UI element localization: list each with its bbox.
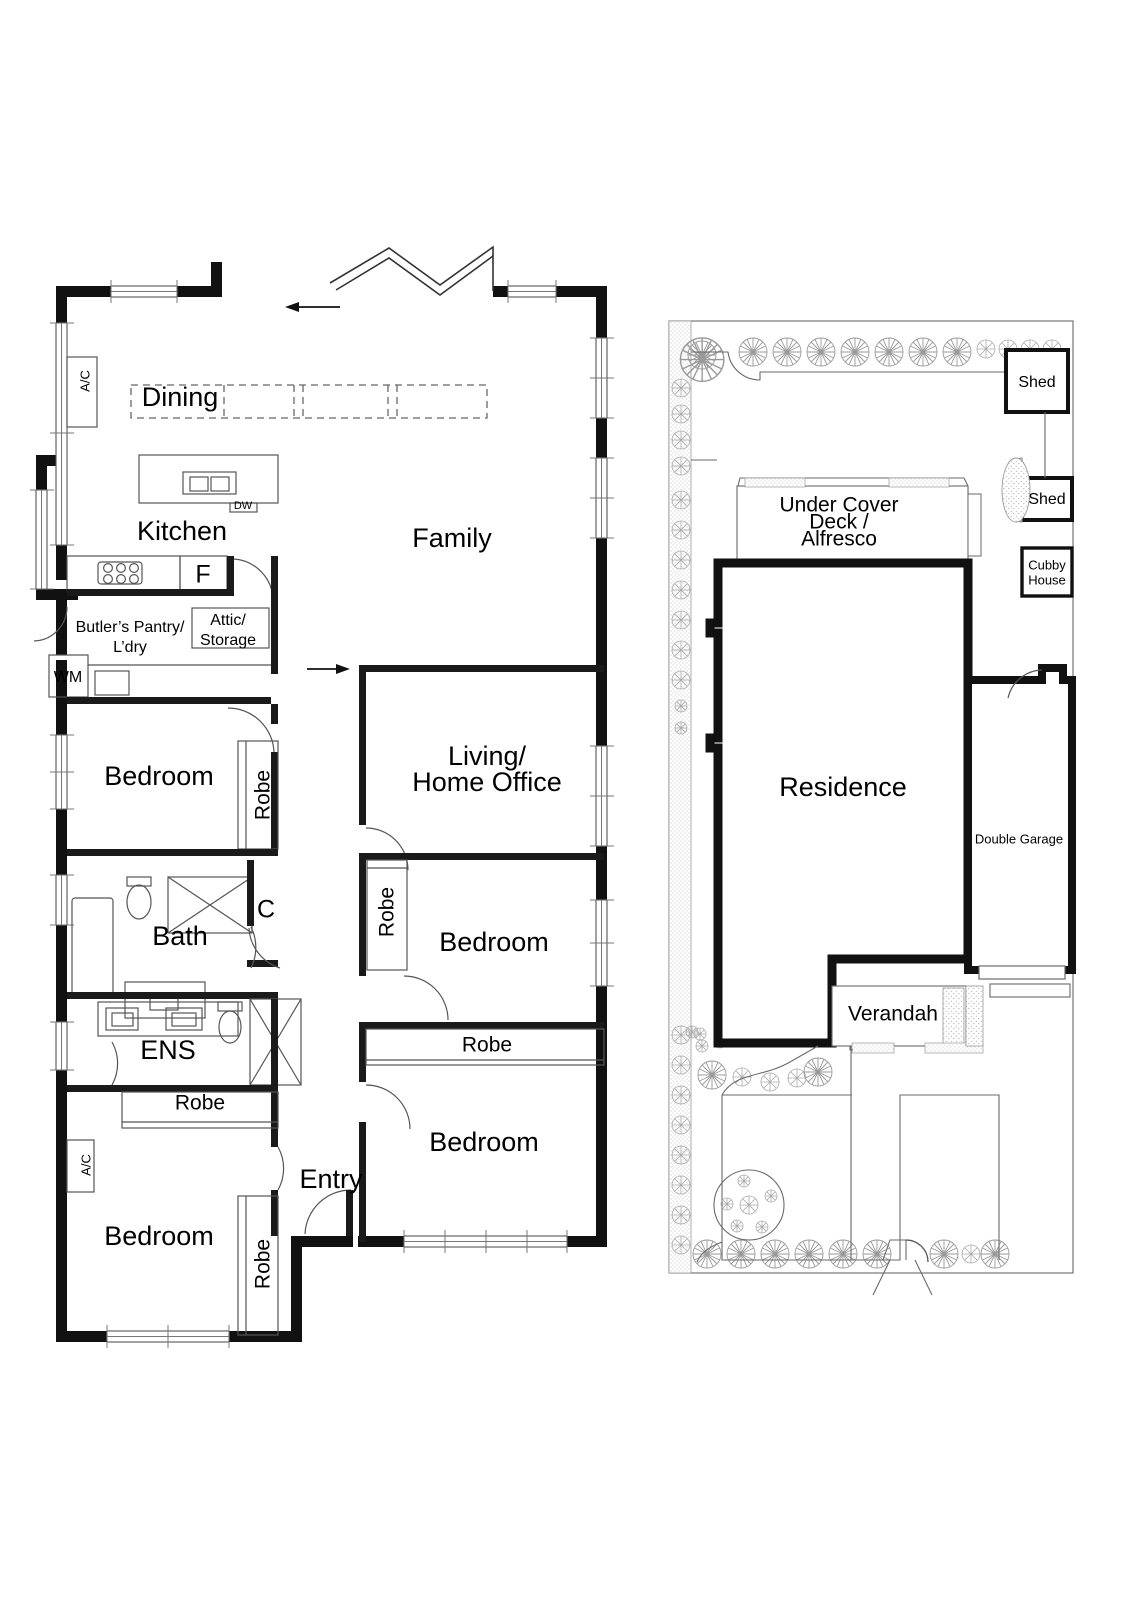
aircon-unit-top: [66, 356, 98, 428]
window-family-right: [590, 337, 614, 419]
bedroom1-bath-wall: [67, 849, 278, 856]
window-bedroom4-bottom: [106, 1325, 230, 1348]
site-plan-group: [668, 320, 1076, 1296]
label-robe-bedroom1: Robe: [252, 770, 275, 820]
label-robe-bedroom3: Robe: [462, 1034, 512, 1057]
label-aircon-top: A/C: [77, 370, 92, 392]
kitchen-island: [138, 454, 279, 513]
site-plan-labels: Shed Shed Cubby House Under Cover Deck /…: [779, 374, 1066, 1025]
direction-arrow-left: [285, 302, 340, 312]
window-bath-left: [50, 874, 74, 926]
label-deck-2: Deck /: [809, 511, 869, 534]
label-attic-storage-2: Storage: [200, 632, 256, 649]
label-kitchen: Kitchen: [137, 516, 227, 546]
label-dining: Dining: [142, 382, 219, 412]
cubby-house: [1020, 546, 1074, 598]
dining-table-symbol: [130, 384, 488, 419]
label-bath: Bath: [152, 921, 208, 951]
deck-alfresco: [736, 477, 982, 566]
ens-robe-walls: [112, 999, 285, 1236]
label-shed-upper: Shed: [1018, 374, 1055, 391]
label-living-office-2: Home Office: [412, 767, 562, 797]
label-shed-lower: Shed: [1028, 491, 1065, 508]
label-bedroom-3: Bedroom: [429, 1127, 539, 1157]
label-cubby-house-1: Cubby: [1028, 557, 1066, 572]
label-family: Family: [412, 523, 492, 553]
label-robe-bedroom4: Robe: [252, 1239, 275, 1289]
window-kitchen-left: [30, 489, 54, 590]
interior-walls-right: [359, 665, 605, 1242]
window-dining-left: [50, 322, 74, 546]
label-verandah: Verandah: [848, 1003, 938, 1026]
label-ens: ENS: [140, 1035, 196, 1065]
shed-lower: [1001, 412, 1074, 523]
label-living-office-1: Living/: [448, 741, 527, 771]
label-butlers-pantry-1: Butler’s Pantry/: [76, 619, 185, 636]
front-yard: [696, 1045, 1000, 1296]
label-cubby-house-2: House: [1028, 572, 1066, 587]
label-bedroom-1: Bedroom: [104, 761, 214, 791]
label-aircon-bottom: A/C: [78, 1154, 93, 1176]
label-attic-storage-1: Attic/: [210, 612, 246, 629]
direction-arrow-right: [307, 664, 350, 674]
verandah: [831, 983, 1071, 1054]
windows: [30, 280, 614, 1348]
label-deck-3: Alfresco: [801, 528, 877, 551]
entry-door: [304, 1189, 353, 1236]
residence-footprint: [705, 558, 973, 1048]
label-entry: Entry: [299, 1164, 363, 1194]
bath-ens-wall: [67, 992, 278, 999]
label-dishwasher: DW: [234, 500, 253, 512]
window-bedroom1-left: [50, 734, 74, 810]
window-ens-left: [50, 1021, 74, 1071]
label-washing-machine: WM: [54, 669, 82, 686]
aircon-unit-bottom: [66, 1139, 95, 1193]
window-family-right-2: [590, 457, 614, 539]
label-residence: Residence: [779, 772, 907, 802]
bathroom-fixtures: [71, 860, 281, 1019]
window-living-right: [590, 745, 614, 847]
window-family-top: [507, 280, 557, 303]
bifold-stacker-door: [329, 245, 494, 296]
floor-plan-labels: Dining Kitchen Family Living/ Home Offic…: [54, 370, 562, 1289]
garage-door: [978, 965, 1066, 980]
label-deck-1: Under Cover: [779, 494, 898, 517]
kitchen-family-partition: [227, 556, 278, 674]
label-bedroom-2: Bedroom: [439, 927, 549, 957]
bedroom4-robe: [237, 1195, 279, 1336]
label-butlers-pantry-2: L’dry: [113, 639, 147, 656]
rear-yard-outline: [691, 351, 1007, 461]
butlers-pantry-laundry: [33, 606, 278, 852]
double-garage: [964, 664, 1076, 980]
label-fridge: F: [195, 561, 210, 589]
window-bedroom3-bottom: [403, 1230, 568, 1253]
label-double-garage: Double Garage: [975, 831, 1063, 846]
label-linen-closet: C: [257, 896, 275, 924]
label-bedroom-4: Bedroom: [104, 1221, 214, 1251]
window-bedroom2-right: [590, 899, 614, 987]
window-dining-top: [110, 280, 178, 303]
shed-upper: [1004, 348, 1070, 414]
label-robe-bedroom2: Robe: [376, 887, 399, 937]
label-robe-ens: Robe: [175, 1092, 225, 1115]
floor-plan-group: [30, 245, 614, 1348]
